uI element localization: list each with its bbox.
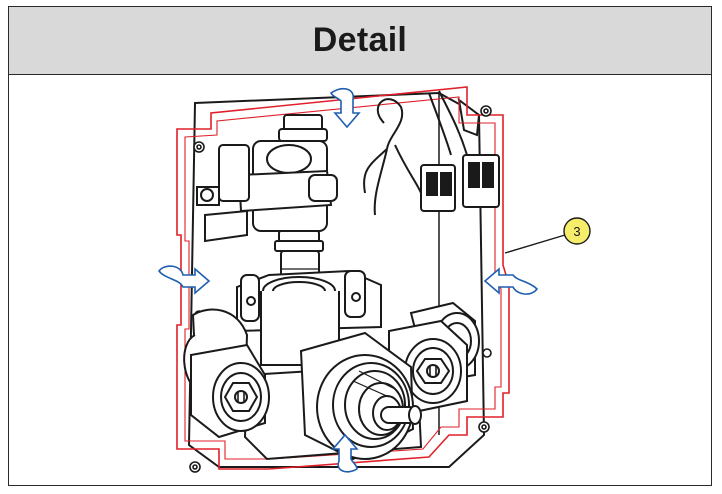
mounting-frame-outline xyxy=(176,86,510,470)
wiring xyxy=(363,90,468,216)
terminal-connectors xyxy=(420,154,500,212)
screw-holes xyxy=(189,105,492,473)
panel-header: Detail xyxy=(9,7,711,75)
panel-title: Detail xyxy=(312,21,408,59)
callout-number: 3 xyxy=(573,224,580,239)
left-outlet-port xyxy=(190,343,270,439)
flow-arrow-icon xyxy=(157,87,539,473)
detail-panel: Detail xyxy=(8,6,712,486)
thermostatic-cartridge xyxy=(299,331,422,461)
valve-illustration: 3 xyxy=(157,86,591,473)
callout-marker-icon: 3 xyxy=(504,217,591,254)
